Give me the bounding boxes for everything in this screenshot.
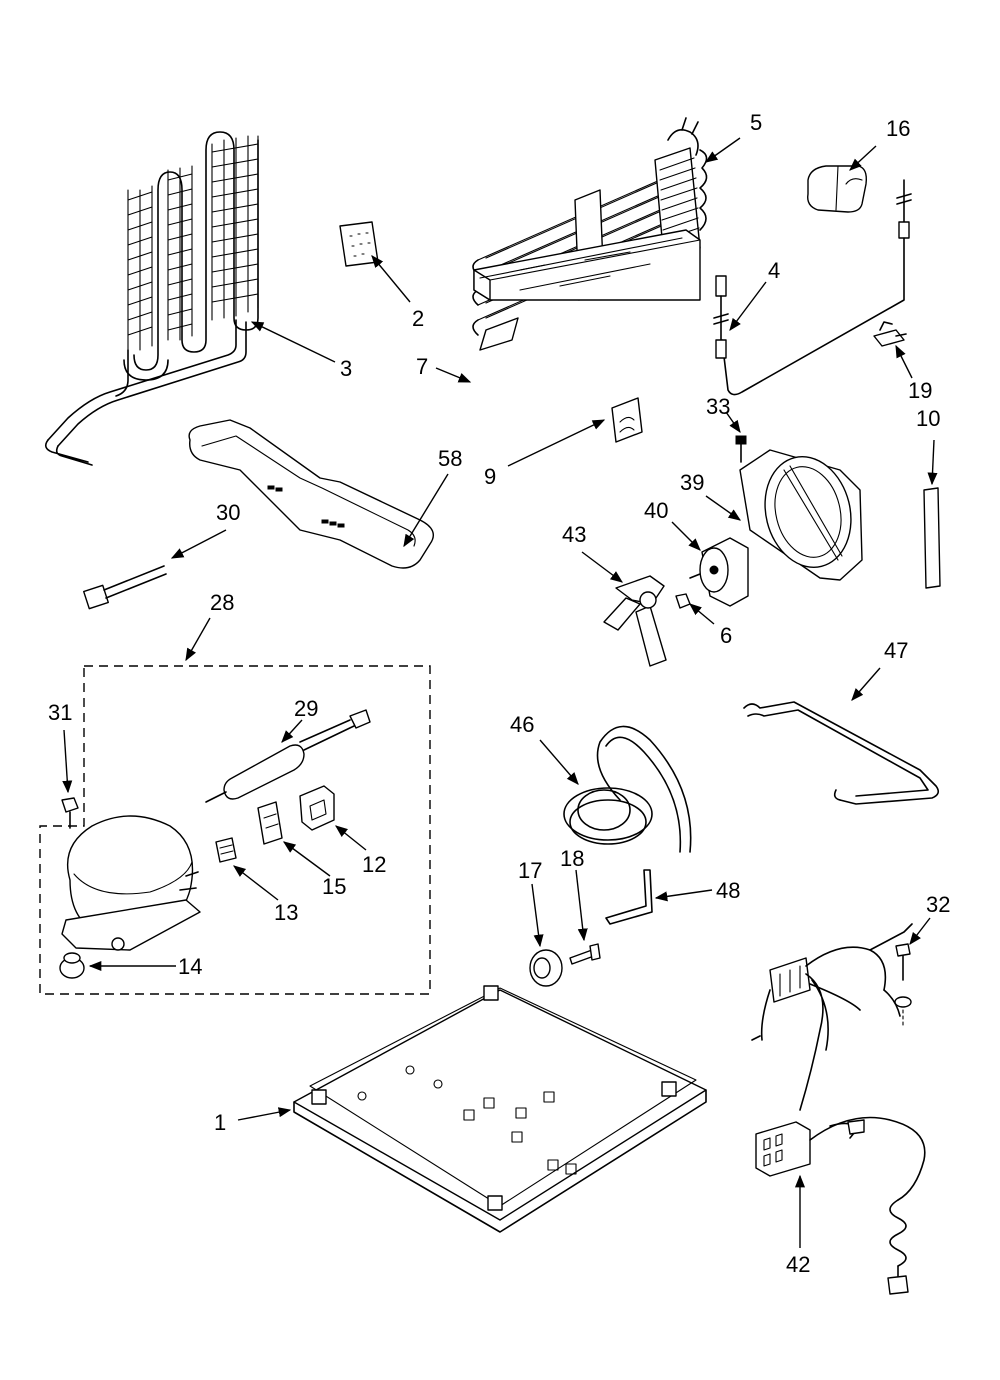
label-part-30: 30 (216, 500, 240, 525)
compressor-bolt (61, 797, 79, 829)
label-part-14: 14 (178, 954, 202, 979)
compressor-grommet (59, 952, 85, 979)
roller-wheel (529, 949, 563, 987)
mounting-bracket (611, 397, 643, 443)
label-part-3: 3 (340, 356, 352, 381)
label-part-29: 29 (294, 696, 318, 721)
roller-screw (569, 943, 601, 965)
overload-protector (215, 837, 237, 863)
fan-blade (603, 575, 667, 667)
part-labels: 1 2 3 4 5 6 7 9 10 12 13 14 15 16 17 18 … (48, 110, 950, 1277)
label-part-28: 28 (210, 590, 234, 615)
label-part-40: 40 (644, 498, 668, 523)
label-part-5: 5 (750, 110, 762, 135)
label-part-7: 7 (416, 354, 428, 379)
label-part-4: 4 (768, 258, 780, 283)
label-part-19: 19 (908, 378, 932, 403)
water-hose-coil (563, 725, 692, 853)
label-part-1: 1 (214, 1110, 226, 1135)
label-part-33: 33 (706, 394, 730, 419)
label-part-48: 48 (716, 878, 740, 903)
label-part-12: 12 (362, 852, 386, 877)
label-part-58: 58 (438, 446, 462, 471)
label-part-46: 46 (510, 712, 534, 737)
relay-cover (299, 785, 335, 831)
wiring-screw (894, 943, 912, 1027)
compressor (61, 815, 201, 951)
gasket-strip (923, 487, 941, 589)
insulation-pad (339, 221, 379, 267)
evaporator-fan-motor (689, 537, 749, 607)
label-part-42: 42 (786, 1252, 810, 1277)
label-part-15: 15 (322, 874, 346, 899)
label-part-17: 17 (518, 858, 542, 883)
label-part-31: 31 (48, 700, 72, 725)
label-part-32: 32 (926, 892, 950, 917)
label-part-18: 18 (560, 846, 584, 871)
pivot-pin (605, 869, 653, 925)
start-relay (257, 801, 283, 845)
label-part-13: 13 (274, 900, 298, 925)
label-part-47: 47 (884, 638, 908, 663)
compressor-kit-box (39, 665, 431, 995)
sensor-cover (807, 165, 868, 213)
label-part-43: 43 (562, 522, 586, 547)
wiring-harness (751, 923, 926, 1295)
thermistor-wire (713, 179, 912, 396)
label-part-9: 9 (484, 464, 496, 489)
label-part-2: 2 (412, 306, 424, 331)
drain-tube (743, 701, 940, 805)
label-part-10: 10 (916, 406, 940, 431)
start-capacitor (205, 709, 371, 803)
fan-nut (675, 593, 691, 609)
thermistor-clip (873, 321, 907, 347)
fan-shroud (735, 435, 863, 581)
label-part-16: 16 (886, 116, 910, 141)
heater-element (83, 565, 167, 610)
defrost-drain-tray (188, 419, 434, 569)
label-part-6: 6 (720, 623, 732, 648)
label-part-39: 39 (680, 470, 704, 495)
leader-lines (62, 137, 938, 1248)
condenser-coil (44, 131, 259, 466)
evaporator-drain-tray (473, 229, 701, 301)
base-pan (293, 985, 707, 1233)
